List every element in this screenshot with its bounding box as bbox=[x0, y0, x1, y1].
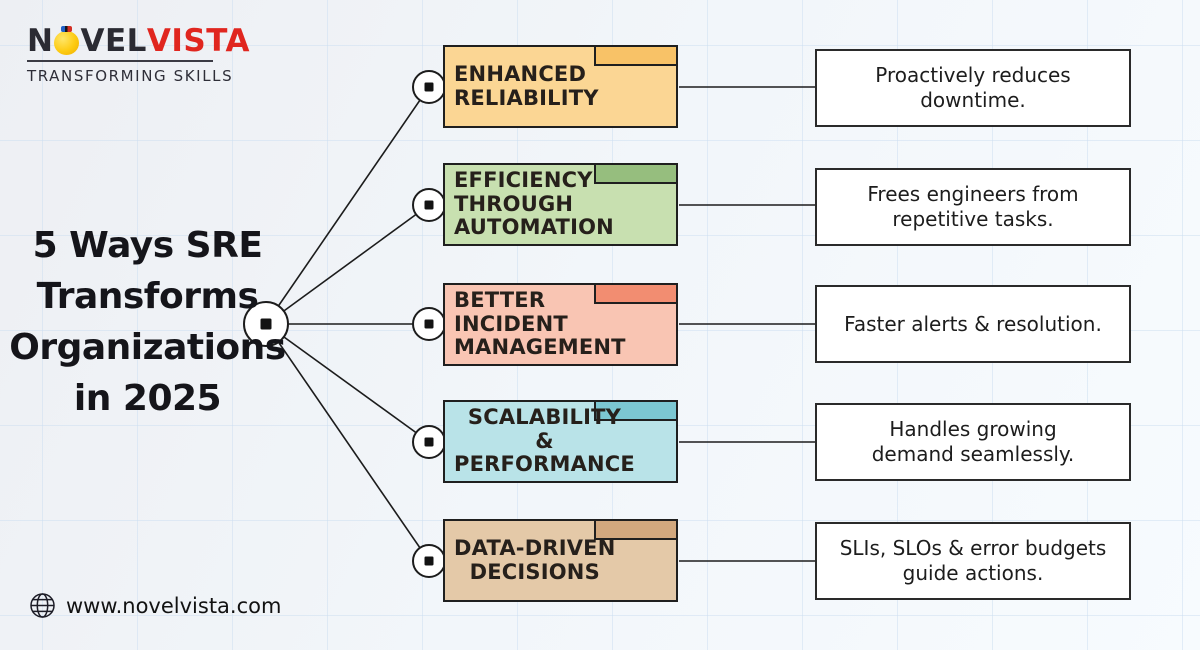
description-box: SLIs, SLOs & error budgets guide actions… bbox=[815, 522, 1131, 600]
topic-tab bbox=[594, 283, 678, 304]
topic-box: SCALABILITY & PERFORMANCE bbox=[443, 400, 678, 483]
logo-text-n: N bbox=[27, 23, 54, 59]
topic-tab bbox=[594, 163, 678, 184]
logo-wordmark: N VEL VISTA bbox=[27, 26, 250, 57]
topic-box: BETTER INCIDENT MANAGEMENT bbox=[443, 283, 678, 366]
logo-text-vista: VISTA bbox=[146, 23, 250, 59]
topic-tab bbox=[594, 400, 678, 421]
topic-tab bbox=[594, 45, 678, 66]
description-box: Proactively reduces downtime. bbox=[815, 49, 1131, 127]
logo-text-vel: VEL bbox=[80, 23, 147, 59]
description-box: Frees engineers from repetitive tasks. bbox=[815, 168, 1131, 246]
topic-title: BETTER INCIDENT MANAGEMENT bbox=[454, 287, 626, 360]
topic-box: EFFICIENCY THROUGH AUTOMATION bbox=[443, 163, 678, 246]
description-box: Handles growing demand seamlessly. bbox=[815, 403, 1131, 481]
topic-title: DATA-DRIVEN DECISIONS bbox=[454, 535, 616, 584]
topic-box: DATA-DRIVEN DECISIONS bbox=[443, 519, 678, 602]
website-url: www.novelvista.com bbox=[66, 593, 282, 618]
page-title: 5 Ways SRE Transforms Organizations in 2… bbox=[9, 225, 286, 420]
description-box: Faster alerts & resolution. bbox=[815, 285, 1131, 363]
topic-title: ENHANCED RELIABILITY bbox=[454, 61, 599, 110]
topic-box: ENHANCED RELIABILITY bbox=[443, 45, 678, 128]
globe-icon bbox=[30, 593, 55, 618]
footer: www.novelvista.com bbox=[29, 592, 281, 619]
root-node bbox=[243, 301, 289, 347]
lightbulb-icon bbox=[54, 26, 80, 55]
topic-title: EFFICIENCY THROUGH AUTOMATION bbox=[454, 167, 614, 240]
novelvista-logo: N VEL VISTA TRANSFORMING SKILLS bbox=[27, 26, 250, 85]
logo-tagline: TRANSFORMING SKILLS bbox=[27, 67, 234, 85]
topic-title: SCALABILITY & PERFORMANCE bbox=[454, 404, 635, 477]
topic-tab bbox=[594, 519, 678, 540]
logo-divider bbox=[27, 60, 213, 62]
